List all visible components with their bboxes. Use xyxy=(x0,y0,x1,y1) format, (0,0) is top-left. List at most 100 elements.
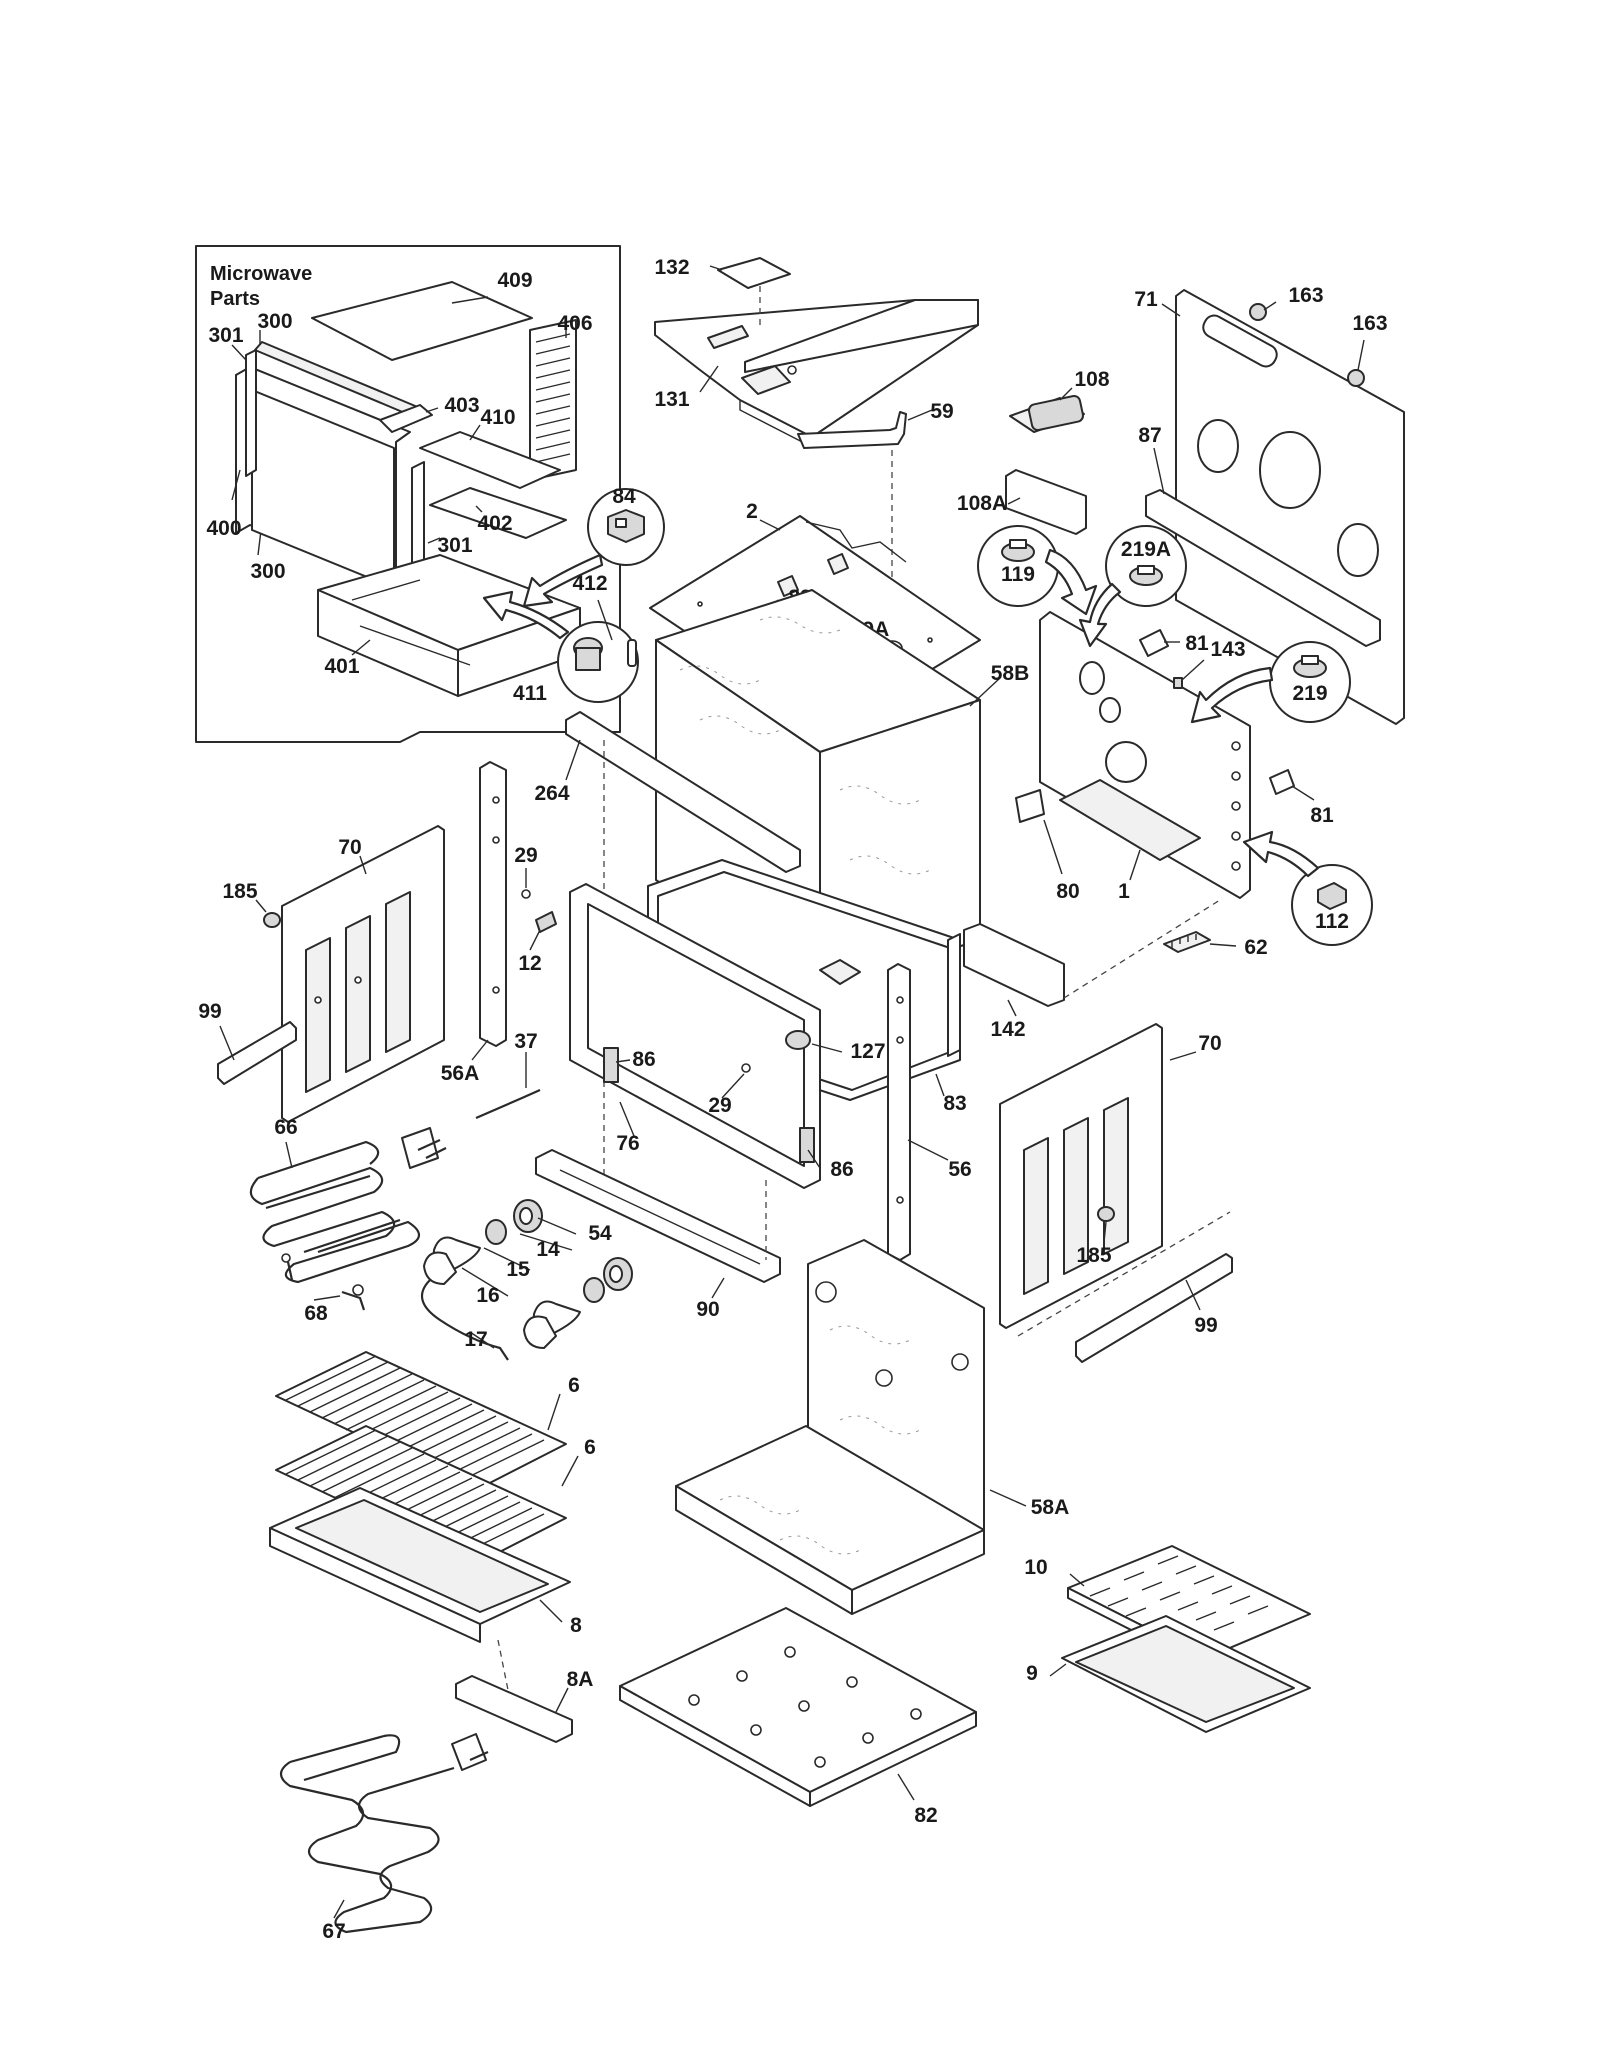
callout-62: 62 xyxy=(1244,936,1267,959)
callout-15: 15 xyxy=(506,1258,530,1281)
callout-17: 17 xyxy=(464,1328,487,1351)
callout-70-left: 70 xyxy=(338,836,361,859)
fan-bracket-108A xyxy=(1005,469,1087,535)
switch-icon xyxy=(607,509,645,543)
thermostat-detail-219 xyxy=(1269,641,1351,723)
control-cover-131 xyxy=(654,299,979,449)
thermostat-icon xyxy=(1129,565,1163,586)
callout-99-right: 99 xyxy=(1194,1314,1217,1337)
callout-163-b: 163 xyxy=(1352,312,1387,335)
bake-element-67 xyxy=(279,1733,489,1934)
screw-29-left xyxy=(521,889,531,899)
callout-264: 264 xyxy=(534,782,569,805)
nut-185-left xyxy=(263,912,281,928)
bracket-81-upper xyxy=(1139,629,1169,657)
arrow-icon xyxy=(522,553,604,608)
arrow-icon xyxy=(1078,582,1122,648)
connector-12 xyxy=(535,911,557,933)
callout-87: 87 xyxy=(1138,424,1161,447)
trim-strip-264 xyxy=(565,711,801,873)
callout-185-left: 185 xyxy=(222,880,257,903)
insulation-bottom-58A xyxy=(675,1239,985,1615)
callout-71: 71 xyxy=(1134,288,1158,311)
light-assembly xyxy=(420,1199,633,1361)
bottom-frame-82 xyxy=(619,1607,977,1807)
callout-68: 68 xyxy=(304,1302,328,1325)
bracket-99-left xyxy=(217,1021,297,1085)
callout-14: 14 xyxy=(536,1238,560,1261)
rail-56A xyxy=(479,761,507,1047)
callout-300-bottom: 300 xyxy=(250,560,285,583)
thermostat-icon xyxy=(1293,655,1327,678)
callout-12: 12 xyxy=(518,952,541,975)
callout-6-upper: 6 xyxy=(568,1374,580,1397)
callout-70-right: 70 xyxy=(1198,1032,1221,1055)
sensor-37 xyxy=(475,1088,541,1120)
bracket-87 xyxy=(1145,489,1381,647)
microwave-parts-inset: Microwave Parts xyxy=(195,245,665,743)
callout-81-upper: 81 xyxy=(1185,632,1209,655)
callout-29-left: 29 xyxy=(514,844,537,867)
microwave-side-rail-left xyxy=(245,349,257,477)
switch-icon xyxy=(1317,882,1347,910)
callout-108: 108 xyxy=(1074,368,1109,391)
bracket-80 xyxy=(1015,789,1045,823)
microwave-tray-410 xyxy=(419,431,561,489)
nut-163-b xyxy=(1347,369,1365,387)
callout-56A: 56A xyxy=(441,1062,480,1085)
callout-219: 219 xyxy=(1292,682,1327,705)
callout-81-lower: 81 xyxy=(1310,804,1334,827)
thermostat-icon xyxy=(1001,539,1035,562)
callout-2: 2 xyxy=(746,500,758,523)
callout-131: 131 xyxy=(654,388,689,411)
bracket-132 xyxy=(717,257,791,289)
callout-142: 142 xyxy=(990,1018,1025,1041)
callout-112: 112 xyxy=(1315,910,1349,933)
rail-56 xyxy=(887,963,911,1261)
side-trim-83 xyxy=(947,933,961,1057)
thermostat-icon xyxy=(573,637,637,671)
callout-86-upper: 86 xyxy=(632,1048,655,1071)
callout-1: 1 xyxy=(1118,880,1130,903)
screw-29 xyxy=(741,1063,751,1073)
callout-76: 76 xyxy=(616,1132,639,1155)
clip-68-b xyxy=(341,1290,366,1311)
side-panel-70-left xyxy=(281,825,445,1123)
callout-99-left: 99 xyxy=(198,1000,221,1023)
callout-58A: 58A xyxy=(1031,1496,1070,1519)
bake-element-icon xyxy=(279,1734,455,1934)
arrow-icon xyxy=(482,590,570,640)
clip-68-a xyxy=(286,1261,294,1281)
callout-9: 9 xyxy=(1026,1662,1038,1685)
inset-title-line2: Parts xyxy=(210,288,260,310)
callout-402: 402 xyxy=(477,512,512,535)
callout-58B: 58B xyxy=(991,662,1030,685)
callout-83: 83 xyxy=(943,1092,966,1115)
terminal-block-62 xyxy=(1163,931,1211,953)
callout-37: 37 xyxy=(514,1030,537,1053)
arrow-icon xyxy=(1190,666,1274,724)
microwave-bracket-403 xyxy=(379,404,433,433)
hinge-86-upper xyxy=(603,1047,619,1083)
callout-8A: 8A xyxy=(567,1668,594,1691)
callout-59: 59 xyxy=(930,400,953,423)
microwave-plate-402 xyxy=(429,487,567,539)
callout-86-lower: 86 xyxy=(830,1158,853,1181)
broil-element-66 xyxy=(249,1127,447,1284)
bracket-81-lower xyxy=(1269,769,1295,795)
thermal-fuse-detail-411 xyxy=(557,621,639,703)
callout-132: 132 xyxy=(654,256,689,279)
callout-119: 119 xyxy=(1001,563,1035,586)
callout-301-right: 301 xyxy=(437,534,472,557)
callout-82: 82 xyxy=(914,1804,937,1827)
control-back-panel-1 xyxy=(1039,611,1251,899)
bracket-99-right xyxy=(1075,1253,1233,1363)
channel-142 xyxy=(963,923,1065,1007)
callout-54: 54 xyxy=(588,1222,612,1245)
callout-80: 80 xyxy=(1056,880,1079,903)
callout-412: 412 xyxy=(572,572,607,595)
callout-10: 10 xyxy=(1024,1556,1047,1579)
callout-410: 410 xyxy=(480,406,515,429)
callout-400: 400 xyxy=(206,517,241,540)
